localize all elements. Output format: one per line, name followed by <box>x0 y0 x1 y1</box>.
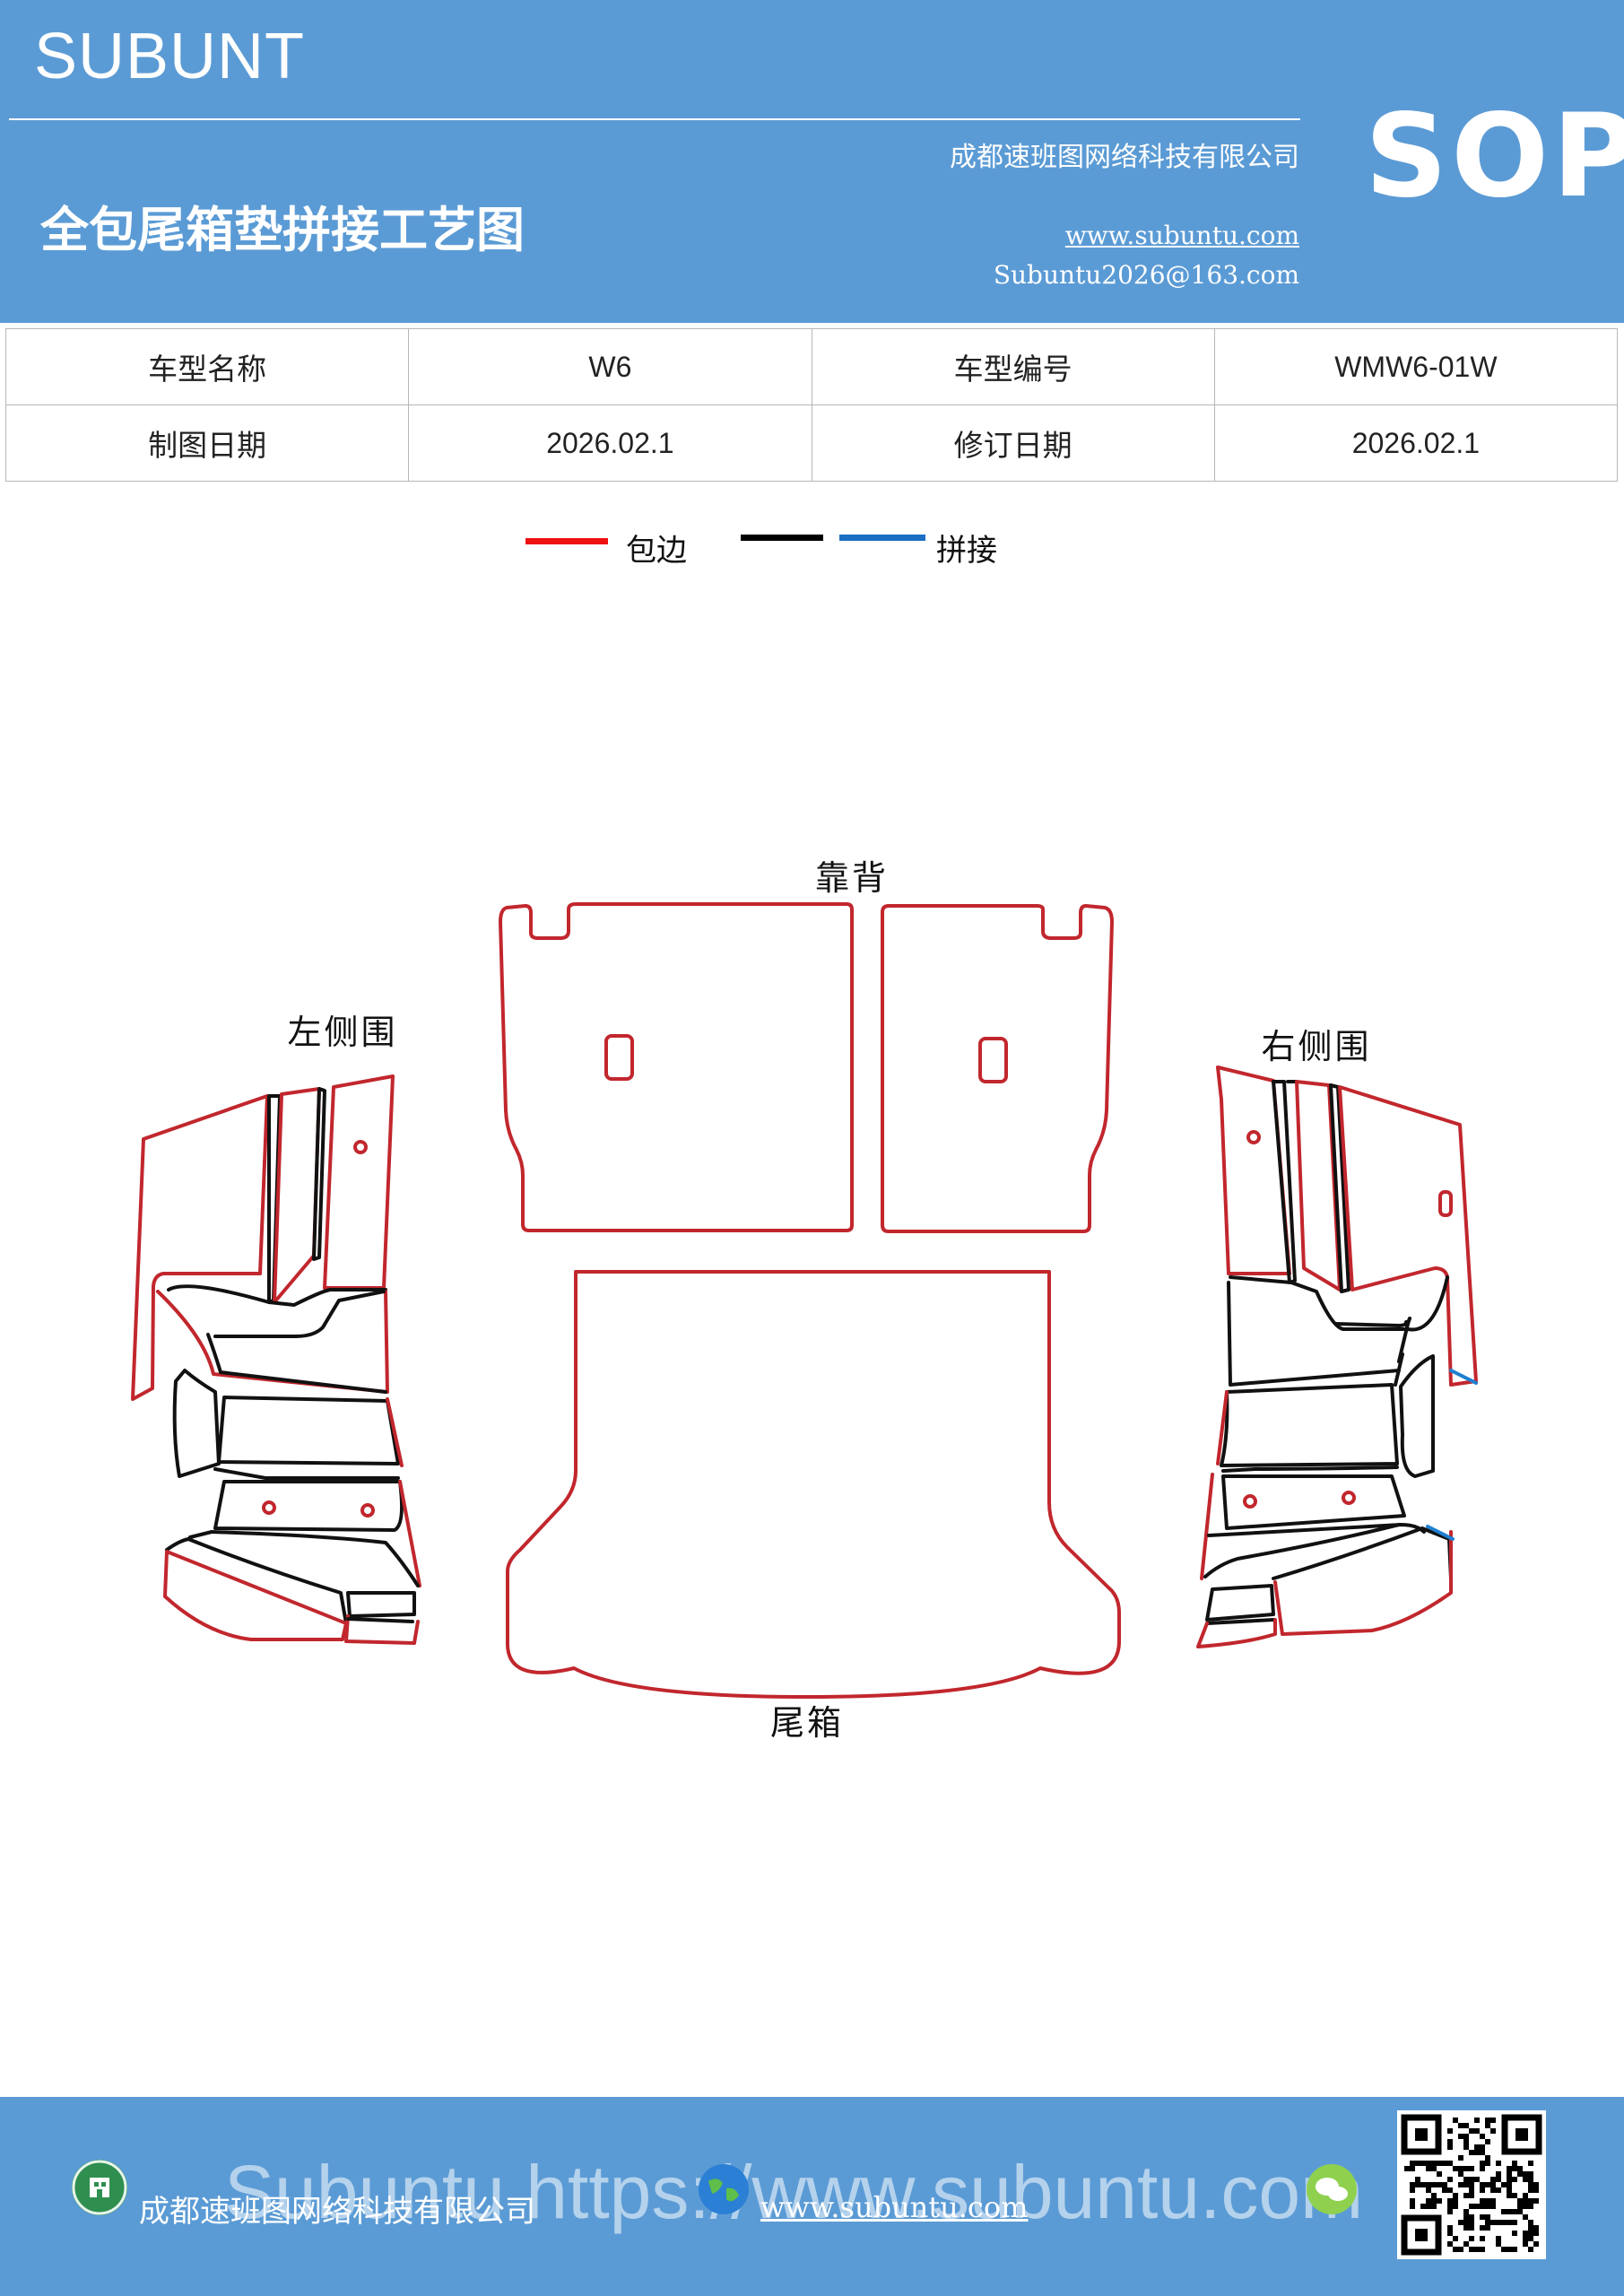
footer-company-name: 成都速班图网络科技有限公司 <box>139 2194 535 2230</box>
header-banner: SUBUNT 全包尾箱垫拼接工艺图 成都速班图网络科技有限公司 www.subu… <box>0 0 1624 323</box>
model-code-label: 车型编号 <box>811 328 1215 405</box>
backrest-left-cutout <box>604 1034 634 1081</box>
legend-edge-label: 包边 <box>626 533 687 569</box>
brand-logo-text: SUBUNT <box>34 21 306 92</box>
table-row: 制图日期 2026.02.1 修订日期 2026.02.1 <box>4 404 1619 482</box>
vehicle-info-table: 车型名称 W6 车型编号 WMW6-01W 制图日期 2026.02.1 修订日… <box>4 328 1619 482</box>
model-name-value: W6 <box>408 328 812 405</box>
model-code-value: WMW6-01W <box>1213 328 1619 405</box>
company-website-link[interactable]: www.subuntu.com <box>1064 221 1299 250</box>
globe-icon <box>696 2161 751 2217</box>
trunk-floor-panel <box>505 1270 1121 1699</box>
building-icon <box>72 2160 127 2215</box>
sop-mark: SOP <box>1365 90 1624 223</box>
left-side-label: 左侧围 <box>287 1013 397 1052</box>
revise-date-value: 2026.02.1 <box>1213 404 1619 482</box>
backrest-right-panel <box>881 904 1114 1233</box>
draw-date-label: 制图日期 <box>4 404 410 482</box>
backrest-label: 靠背 <box>815 858 889 898</box>
company-name: 成都速班图网络科技有限公司 <box>950 142 1299 173</box>
left-side-wall <box>131 1074 421 1645</box>
footer-banner: Subuntu https://www.subuntu.com 成都速班图网络科… <box>0 2097 1624 2296</box>
legend-black-swatch <box>741 535 823 541</box>
right-side-label: 右侧围 <box>1261 1027 1371 1066</box>
wechat-icon <box>1304 2161 1359 2217</box>
header-divider <box>9 118 1300 120</box>
model-name-label: 车型名称 <box>4 328 410 405</box>
draw-date-value: 2026.02.1 <box>408 404 812 482</box>
table-row: 车型名称 W6 车型编号 WMW6-01W <box>4 328 1619 405</box>
legend: 包边 拼接 <box>0 520 1624 574</box>
footer-watermark: Subuntu https://www.subuntu.com <box>224 2150 1364 2234</box>
document-title: 全包尾箱垫拼接工艺图 <box>40 201 525 258</box>
backrest-left-panel <box>499 902 854 1232</box>
legend-splice-label: 拼接 <box>936 533 997 569</box>
qr-code <box>1397 2110 1546 2259</box>
backrest-right-cutout <box>978 1037 1008 1083</box>
legend-splice-swatch <box>839 535 925 541</box>
trunk-label: 尾箱 <box>770 1703 844 1743</box>
revise-date-label: 修订日期 <box>811 404 1215 482</box>
company-email: Subuntu2026@163.com <box>993 260 1299 290</box>
legend-edge-swatch <box>525 538 608 544</box>
footer-website-link[interactable]: www.subuntu.com <box>760 2190 1029 2224</box>
right-side-wall <box>1196 1065 1478 1648</box>
